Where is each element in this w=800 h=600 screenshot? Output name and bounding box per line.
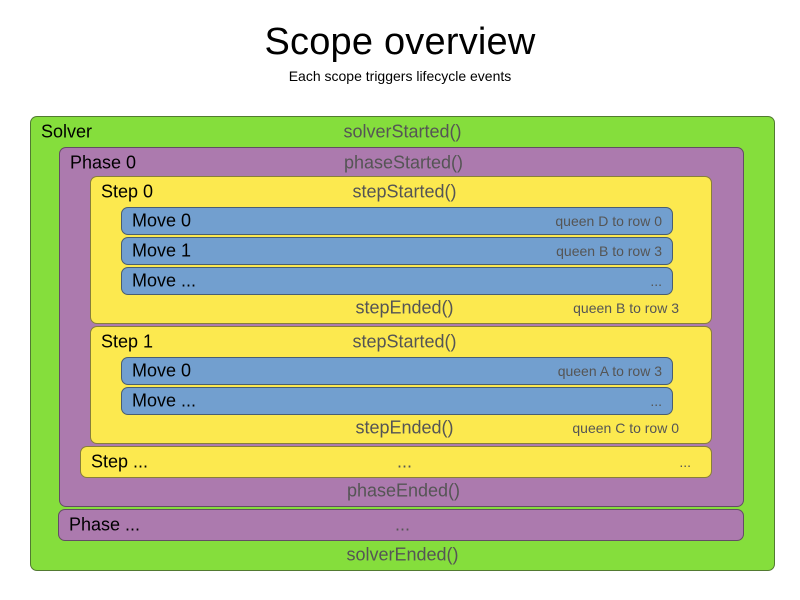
step-ellipsis-label: Step ... xyxy=(91,451,149,472)
page-title: Scope overview xyxy=(264,21,536,63)
phase-0-header-row: Phase 0 phaseStarted() xyxy=(60,148,743,178)
step-1-ended-detail: queen C to row 0 xyxy=(572,420,679,436)
step-1-header-row: Step 1 stepStarted() xyxy=(91,327,711,357)
move-label: Move 0 xyxy=(132,360,192,381)
solver-ended-event: solverEnded() xyxy=(346,544,459,565)
phase-ellipsis-label: Phase ... xyxy=(69,514,141,535)
solver-label: Solver xyxy=(41,121,93,142)
move-label: Move ... xyxy=(132,390,197,411)
move-label: Move ... xyxy=(132,270,197,291)
solver-started-event: solverStarted() xyxy=(343,121,462,142)
scope-move-0-1[interactable]: Move 1 queen B to row 3 xyxy=(121,237,673,265)
scope-step-ellipsis[interactable]: Step ... ... ... xyxy=(80,446,712,478)
phase-0-footer-row: phaseEnded() xyxy=(60,476,743,506)
move-detail: ... xyxy=(650,393,662,409)
scope-solver[interactable]: Solver solverStarted() Phase 0 phaseStar… xyxy=(30,116,775,571)
step-1-footer-row: stepEnded() queen C to row 0 xyxy=(91,413,711,443)
phase-ellipsis-event: ... xyxy=(394,514,410,535)
step-1-started-event: stepStarted() xyxy=(352,331,457,352)
step-0-label: Step 0 xyxy=(101,181,154,202)
step-1-ended-event: stepEnded() xyxy=(355,417,454,438)
move-detail: queen D to row 0 xyxy=(555,213,662,229)
scope-step-1[interactable]: Step 1 stepStarted() Move 0 queen A to r… xyxy=(90,326,712,444)
step-0-ended-detail: queen B to row 3 xyxy=(573,300,679,316)
scope-move-1-0[interactable]: Move 0 queen A to row 3 xyxy=(121,357,673,385)
solver-footer-row: solverEnded() xyxy=(31,540,774,570)
step-0-ended-event: stepEnded() xyxy=(355,297,454,318)
solver-header-row: Solver solverStarted() xyxy=(31,117,774,147)
phase-0-label: Phase 0 xyxy=(70,152,137,173)
scope-move-0-2[interactable]: Move ... ... xyxy=(121,267,673,295)
page-subtitle: Each scope triggers lifecycle events xyxy=(288,67,512,84)
step-ellipsis-event: ... xyxy=(396,451,412,472)
step-0-footer-row: stepEnded() queen B to row 3 xyxy=(91,293,711,323)
scope-phase-0[interactable]: Phase 0 phaseStarted() Step 0 stepStarte… xyxy=(59,147,744,507)
scope-phase-ellipsis[interactable]: Phase ... ... xyxy=(58,509,744,541)
move-detail: queen B to row 3 xyxy=(556,243,662,259)
move-label: Move 0 xyxy=(132,210,192,231)
move-label: Move 1 xyxy=(132,240,192,261)
scope-move-0-0[interactable]: Move 0 queen D to row 0 xyxy=(121,207,673,235)
title-block: Scope overview Each scope triggers lifec… xyxy=(0,0,800,84)
scope-step-0[interactable]: Step 0 stepStarted() Move 0 queen D to r… xyxy=(90,176,712,324)
move-detail: ... xyxy=(650,273,662,289)
step-0-started-event: stepStarted() xyxy=(352,181,457,202)
step-ellipsis-detail: ... xyxy=(679,454,691,470)
scope-move-1-1[interactable]: Move ... ... xyxy=(121,387,673,415)
move-detail: queen A to row 3 xyxy=(557,363,662,379)
phase-0-started-event: phaseStarted() xyxy=(343,152,464,173)
step-1-label: Step 1 xyxy=(101,331,154,352)
step-0-header-row: Step 0 stepStarted() xyxy=(91,177,711,207)
phase-0-ended-event: phaseEnded() xyxy=(346,480,461,501)
